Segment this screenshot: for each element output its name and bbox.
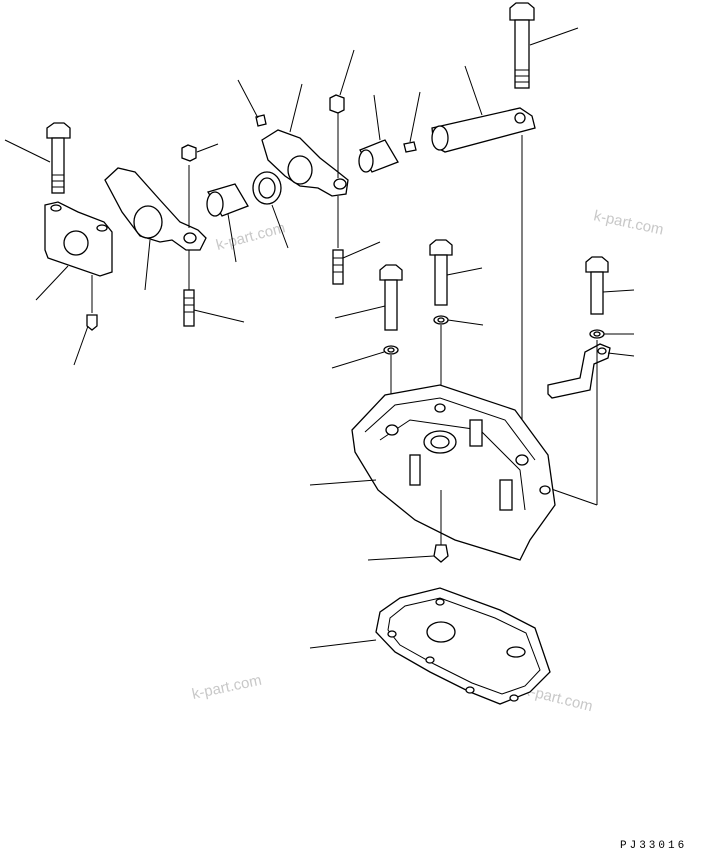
bolt-middle xyxy=(379,264,403,331)
adjusting-screw xyxy=(183,289,195,327)
leader-line xyxy=(373,94,381,141)
leader-line xyxy=(309,639,377,649)
watermark: k-part.com xyxy=(214,219,287,254)
washer xyxy=(433,315,449,325)
leader-line xyxy=(73,325,89,366)
leader-line xyxy=(529,27,579,46)
bushing xyxy=(358,139,399,173)
rocker-bracket xyxy=(44,201,113,277)
leader-line xyxy=(464,65,483,116)
mounting-bracket xyxy=(547,343,611,399)
spacer-ring xyxy=(252,171,282,205)
drawing-code: PJ33016 xyxy=(620,840,687,850)
lock-nut xyxy=(181,144,197,162)
leader-line xyxy=(446,267,483,276)
plug-pin xyxy=(403,141,417,153)
leader-line xyxy=(331,351,385,369)
leader-line xyxy=(367,555,435,561)
leader-line xyxy=(342,241,381,259)
rocker-shaft xyxy=(431,107,536,153)
bolt-right xyxy=(585,256,609,315)
leader-line xyxy=(196,143,219,153)
dowel-pin xyxy=(86,314,98,331)
leader-line xyxy=(334,305,386,319)
leader-line xyxy=(35,265,69,301)
watermark: k-part.com xyxy=(190,672,263,703)
leader-line xyxy=(144,239,151,291)
bracket-hole xyxy=(597,347,607,355)
leader-line xyxy=(227,213,237,263)
bushing xyxy=(206,183,249,217)
leader-line xyxy=(409,91,421,143)
leader-line xyxy=(309,479,377,486)
bolt-top-right xyxy=(509,2,535,89)
leader-line xyxy=(271,204,289,249)
plug xyxy=(433,544,449,563)
leader-line xyxy=(447,319,484,326)
washer xyxy=(589,329,605,339)
lock-nut xyxy=(329,94,345,114)
rocker-arm-right xyxy=(261,129,349,197)
leader-line xyxy=(193,309,245,323)
adjusting-screw xyxy=(332,249,344,285)
gasket xyxy=(375,587,551,705)
leader-line xyxy=(339,49,355,96)
washer xyxy=(383,345,399,355)
rocker-arm-left xyxy=(104,167,207,251)
leader-line xyxy=(237,79,259,119)
dowel-pin xyxy=(255,114,267,127)
leader-line xyxy=(602,289,635,293)
watermark: k-part.com xyxy=(592,207,665,238)
leader-line xyxy=(607,352,635,357)
leader-line xyxy=(289,83,303,133)
rocker-housing xyxy=(351,384,556,561)
leader-line xyxy=(4,139,51,163)
bolt-middle xyxy=(429,239,453,306)
bolt-left xyxy=(46,122,71,194)
